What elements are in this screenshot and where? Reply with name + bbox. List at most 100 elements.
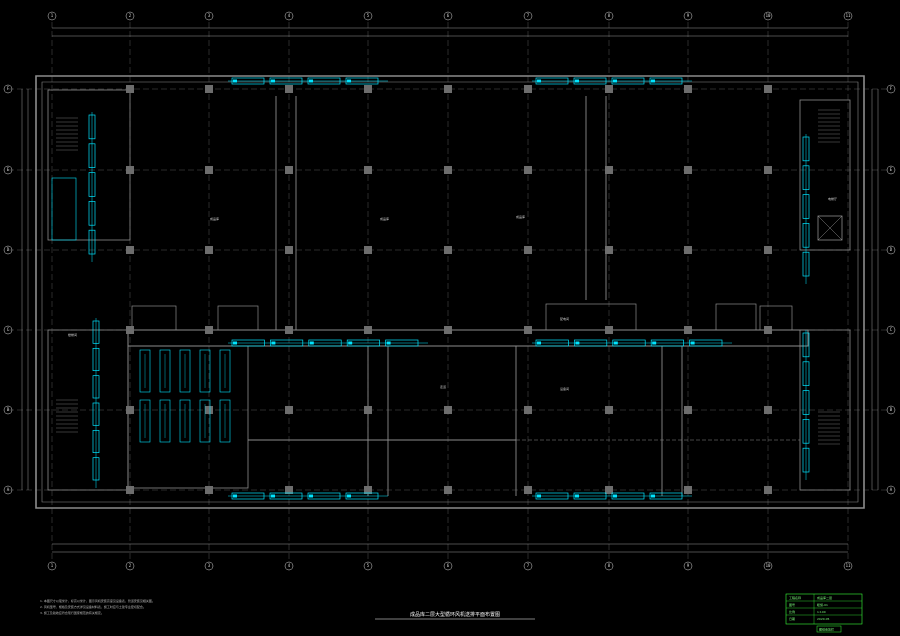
exhaust-fan-unit — [611, 492, 645, 500]
tb-value-3: 1:100 — [817, 610, 826, 614]
axis-bubble-right — [886, 245, 896, 255]
room-label: 成品库 — [516, 214, 525, 219]
room-label: 楼梯间 — [68, 332, 77, 337]
fan-motor — [537, 494, 541, 498]
room-label: 电梯厅 — [828, 196, 837, 201]
structural-column — [444, 246, 452, 254]
exhaust-fan-unit — [92, 429, 100, 454]
exhaust-fan-unit — [535, 77, 569, 85]
axis-bubble-left — [3, 325, 13, 335]
fan-motor — [233, 494, 237, 498]
fan-unit-group — [532, 492, 692, 500]
exhaust-fan-unit — [270, 339, 304, 347]
air-handling-unit — [159, 399, 171, 443]
exhaust-fan-unit — [535, 492, 569, 500]
fan-motor — [347, 494, 351, 498]
axis-label-bottom: 2 — [129, 563, 132, 568]
tb-label-1: 工程名称 — [789, 595, 801, 600]
air-handling-unit — [179, 349, 191, 393]
axis-label-top: 7 — [527, 13, 530, 18]
axis-bubble-left — [3, 165, 13, 175]
fan-motor — [347, 79, 351, 83]
ventilation-equipment — [51, 77, 810, 500]
building-walls — [35, 75, 865, 509]
structural-column — [364, 486, 372, 494]
structural-column — [524, 326, 532, 334]
structural-column — [524, 85, 532, 93]
note-line-3: 3. 施工及验收应符合现行国家规范的有关规定。 — [40, 610, 104, 615]
inner-wall-line — [41, 81, 859, 503]
fan-motor — [271, 79, 275, 83]
exhaust-fan-unit — [573, 77, 607, 85]
structural-column — [205, 406, 213, 414]
structural-column — [684, 486, 692, 494]
structural-column — [205, 246, 213, 254]
structural-column — [524, 406, 532, 414]
exhaust-fan-unit — [88, 114, 96, 140]
structural-column — [605, 486, 613, 494]
fan-unit-group — [532, 77, 692, 85]
structural-column — [444, 326, 452, 334]
service-room — [759, 305, 793, 331]
axis-label-bottom: 5 — [367, 563, 370, 568]
structural-column — [605, 246, 613, 254]
axis-label-right: B — [890, 407, 893, 412]
axis-bubble-left — [3, 84, 13, 94]
axis-label-bottom: 4 — [288, 563, 291, 568]
exhaust-fan-unit — [345, 492, 379, 500]
axis-label-right: E — [890, 167, 893, 172]
structural-column — [364, 406, 372, 414]
structural-column — [205, 326, 213, 334]
axis-bubble-bottom — [604, 561, 614, 571]
fan-motor — [690, 341, 695, 345]
service-room — [131, 305, 177, 331]
tb-value-2: 暖施-01 — [817, 602, 828, 607]
exhaust-fan-unit — [802, 419, 810, 444]
axis-label-bottom: 11 — [846, 563, 851, 568]
exhaust-fan-unit — [802, 361, 810, 386]
structural-column — [126, 326, 134, 334]
fan-motor — [652, 341, 657, 345]
structural-column — [364, 85, 372, 93]
axis-bubble-left — [3, 245, 13, 255]
exhaust-fan-unit — [269, 77, 303, 85]
axis-bubble-left — [3, 485, 13, 495]
exhaust-fan-unit — [385, 339, 419, 347]
structural-column — [285, 166, 293, 174]
structural-column — [205, 85, 213, 93]
fan-motor — [613, 494, 617, 498]
tb-value-1: 成品库二层 — [817, 595, 832, 600]
axis-bubble-bottom — [47, 561, 57, 571]
structural-column — [605, 166, 613, 174]
axis-label-top: 2 — [129, 13, 132, 18]
exhaust-fan-unit — [307, 77, 341, 85]
structural-column — [126, 166, 134, 174]
fan-motor — [386, 341, 391, 345]
axis-bubble-bottom — [125, 561, 135, 571]
room-label: 设备间 — [560, 386, 569, 391]
structural-column — [285, 486, 293, 494]
exhaust-fan-unit — [88, 143, 96, 168]
axis-label-left: F — [7, 86, 10, 91]
axis-bubble-top — [443, 11, 453, 21]
vertical-fan-group — [88, 112, 96, 262]
axis-bubble-right — [886, 165, 896, 175]
axis-label-right: D — [890, 247, 893, 252]
axis-bubble-top — [523, 11, 533, 21]
exhaust-fan-unit — [802, 332, 810, 358]
exhaust-fan-unit — [574, 339, 608, 347]
structural-column — [285, 246, 293, 254]
exhaust-fan-unit — [92, 347, 100, 372]
axis-label-bottom: 9 — [687, 563, 690, 568]
axis-bubble-bottom — [523, 561, 533, 571]
structural-column — [444, 486, 452, 494]
outer-wall — [35, 75, 865, 509]
exhaust-fan-unit — [346, 339, 380, 347]
fan-motor — [613, 79, 617, 83]
fan-motor — [309, 494, 313, 498]
fan-motor — [575, 494, 579, 498]
axis-bubble-bottom — [843, 561, 853, 571]
title-block: 工程名称 成品库二层 图号 暖施-01 比例 1:100 日期 2020.05 … — [785, 593, 863, 633]
tb-label-4: 日期 — [789, 616, 795, 621]
